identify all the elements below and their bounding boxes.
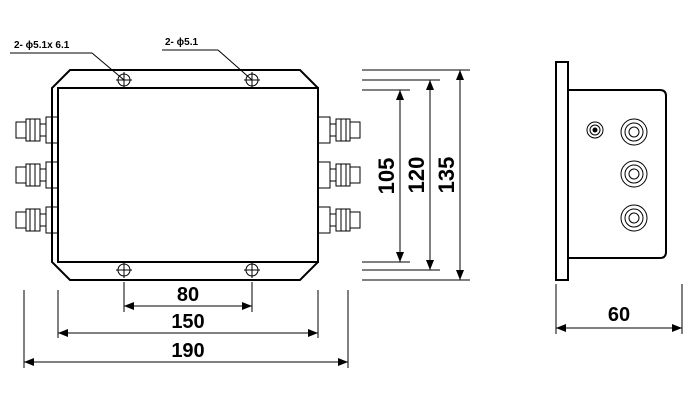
terminal-right-1 xyxy=(317,116,361,144)
dim-label-105: 105 xyxy=(374,158,399,195)
filter-body xyxy=(57,87,319,263)
terminal-right-3 xyxy=(317,206,361,234)
callout-right: 2- ϕ5.1 xyxy=(162,37,253,81)
dim-label-190: 190 xyxy=(171,340,204,362)
dim-label-80: 80 xyxy=(177,284,199,306)
ground-stud-icon xyxy=(586,121,604,139)
terminal-right-2 xyxy=(317,161,361,189)
dim-label-60: 60 xyxy=(608,304,630,326)
callout-right-label: 2- ϕ5.1 xyxy=(165,37,199,48)
side-terminal-2-icon xyxy=(620,160,648,188)
callout-left: 2- ϕ5.1x 6.1 xyxy=(10,40,125,81)
side-view: 60 xyxy=(555,61,683,334)
side-body xyxy=(567,89,667,259)
dim-label-135: 135 xyxy=(434,157,459,194)
terminal-left-3 xyxy=(15,206,59,234)
vertical-dimensions: 105 120 135 xyxy=(362,69,470,281)
terminal-left-1 xyxy=(15,116,59,144)
mounting-hole-bottom-left xyxy=(116,262,132,278)
mounting-hole-bottom-right xyxy=(244,262,260,278)
dim-label-120: 120 xyxy=(404,157,429,194)
dim-label-150: 150 xyxy=(171,311,204,333)
terminal-left-2 xyxy=(15,161,59,189)
side-flange xyxy=(555,61,569,281)
front-view: 2- ϕ5.1x 6.1 2- ϕ5.1 80 150 190 xyxy=(10,37,361,368)
mounting-flange xyxy=(51,69,319,281)
side-terminal-1-icon xyxy=(620,118,648,146)
side-terminal-3-icon xyxy=(620,204,648,232)
callout-left-label: 2- ϕ5.1x 6.1 xyxy=(14,40,70,51)
